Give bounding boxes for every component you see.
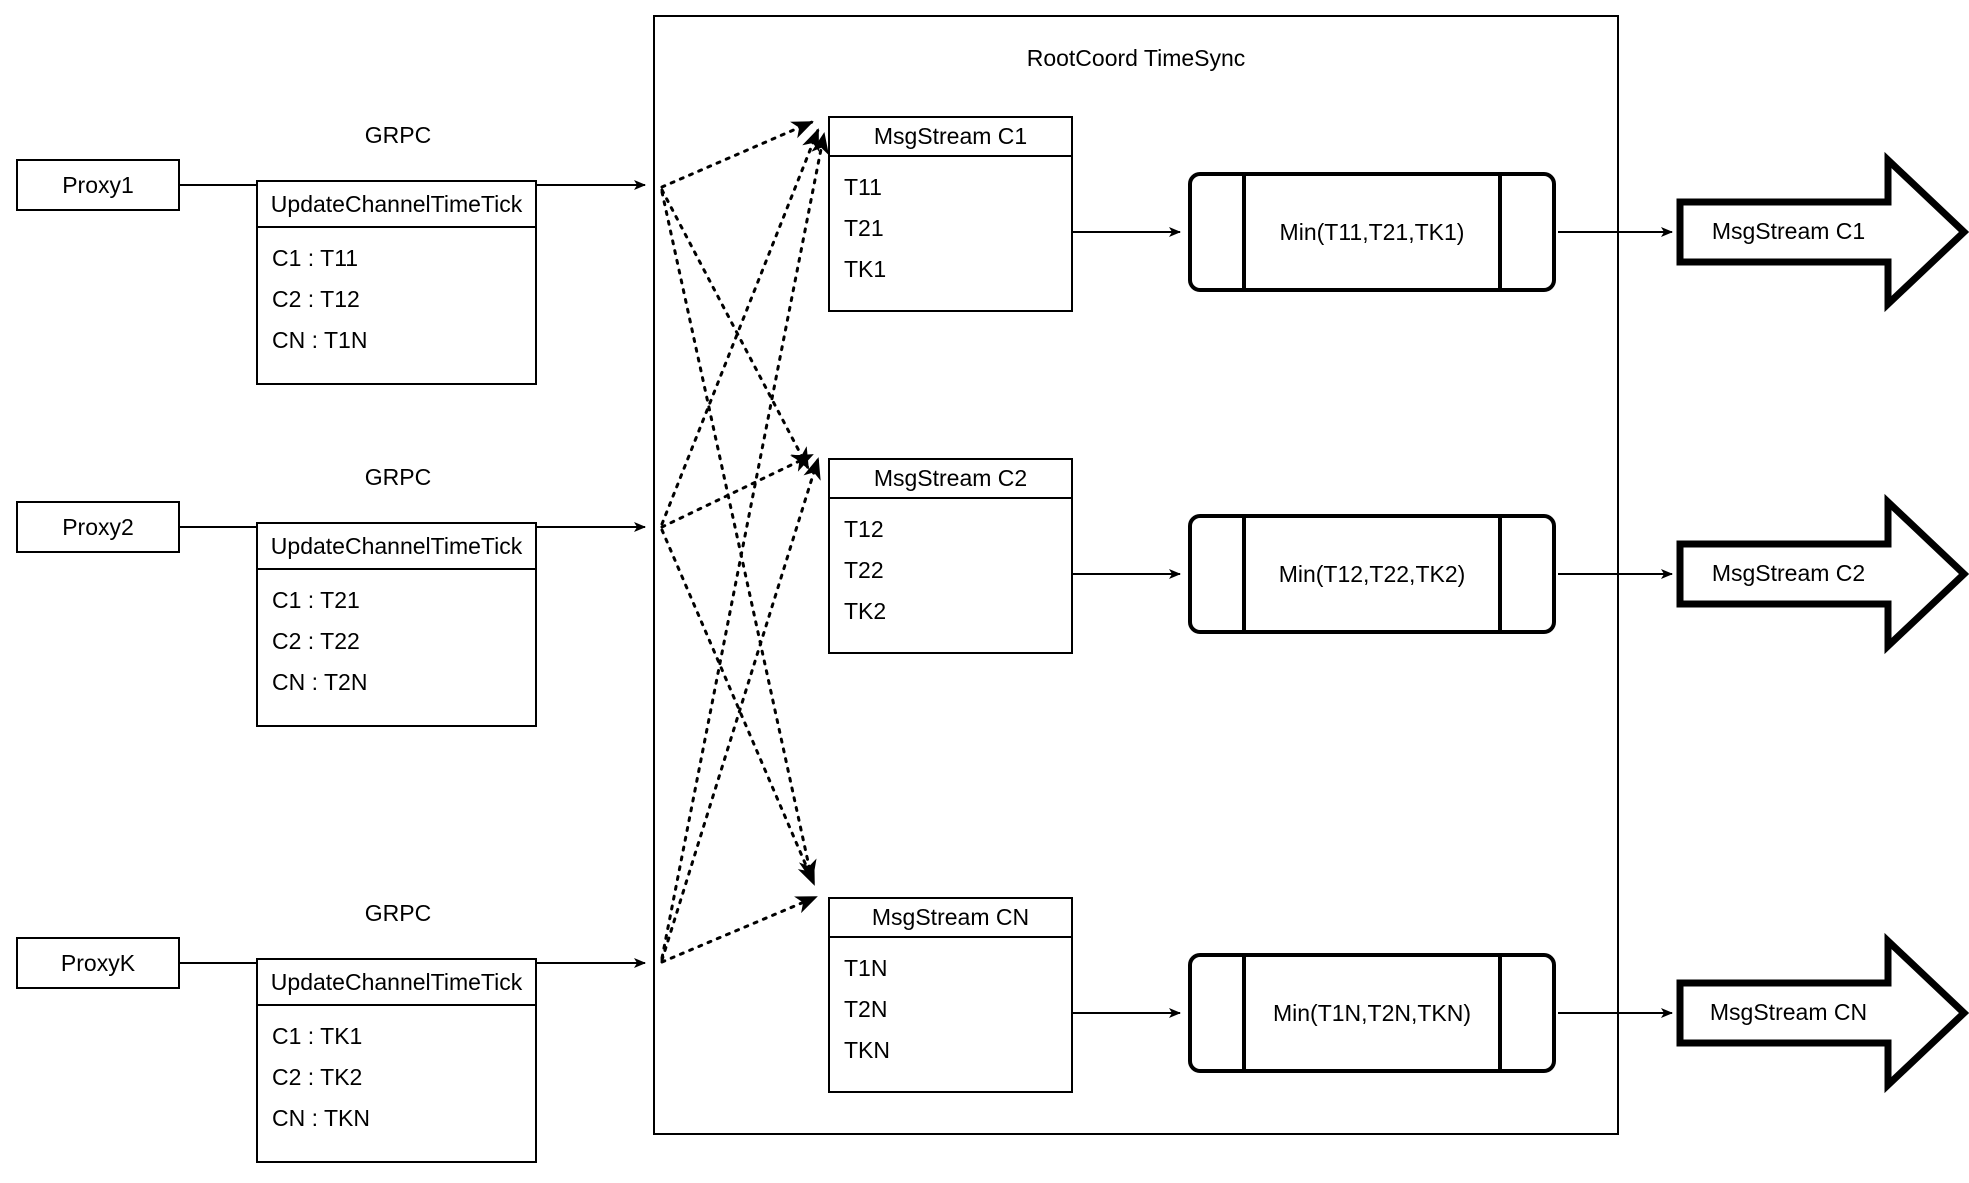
rpc-row: C1 : T21 — [272, 587, 360, 613]
process-divider-left — [1242, 957, 1246, 1069]
min-label-1: Min(T11,T21,TK1) — [1279, 218, 1465, 245]
proxy-node-2[interactable]: Proxy2 — [16, 501, 180, 553]
output-arrow-2: MsgStream C2 — [1676, 493, 1969, 655]
rpc-row: C1 : T11 — [272, 245, 359, 271]
msgstream-row: T11 — [844, 174, 882, 200]
msgstream-box-1: MsgStream C1 T11 T21 TK1 — [828, 116, 1073, 312]
msgstream-row: TK1 — [844, 256, 887, 282]
rpc-row: CN : TKN — [272, 1105, 370, 1131]
msgstream-row: TKN — [844, 1037, 890, 1063]
output-arrow-3: MsgStream CN — [1676, 932, 1969, 1094]
proxy-label-1: Proxy1 — [62, 171, 134, 198]
rpc-row: C2 : T22 — [272, 628, 360, 654]
msgstream-row: T22 — [844, 557, 884, 583]
grpc-label-3: GRPC — [364, 900, 432, 926]
process-divider-left — [1242, 176, 1246, 288]
proxy-label-3: ProxyK — [60, 949, 136, 976]
output-arrow-1: MsgStream C1 — [1676, 151, 1969, 313]
output-label-3: MsgStream CN — [1709, 999, 1868, 1025]
process-divider-right — [1498, 176, 1502, 288]
container-title: RootCoord TimeSync — [1026, 45, 1246, 71]
update-channel-timetick-box-1: UpdateChannelTimeTick C1 : T11 C2 : T12 … — [256, 180, 537, 385]
rpc-header-3: UpdateChannelTimeTick — [258, 960, 535, 1006]
msgstream-box-2: MsgStream C2 T12 T22 TK2 — [828, 458, 1073, 654]
min-process-3: Min(T1N,T2N,TKN) — [1188, 953, 1556, 1073]
proxy-node-1[interactable]: Proxy1 — [16, 159, 180, 211]
rpc-row: C2 : TK2 — [272, 1064, 363, 1090]
msgstream-row: T2N — [844, 996, 888, 1022]
msgstream-row: T12 — [844, 516, 884, 542]
rpc-row: C1 : TK1 — [272, 1023, 363, 1049]
min-process-1: Min(T11,T21,TK1) — [1188, 172, 1556, 292]
min-label-3: Min(T1N,T2N,TKN) — [1272, 999, 1472, 1026]
rpc-header-2: UpdateChannelTimeTick — [258, 524, 535, 570]
msgstream-header-1: MsgStream C1 — [830, 118, 1071, 157]
msgstream-box-3: MsgStream CN T1N T2N TKN — [828, 897, 1073, 1093]
rpc-row: CN : T1N — [272, 327, 368, 353]
msgstream-header-2: MsgStream C2 — [830, 460, 1071, 499]
rpc-row: CN : T2N — [272, 669, 368, 695]
min-label-2: Min(T12,T22,TK2) — [1278, 560, 1466, 587]
msgstream-row: T21 — [844, 215, 884, 241]
output-label-1: MsgStream C1 — [1711, 218, 1866, 244]
min-process-2: Min(T12,T22,TK2) — [1188, 514, 1556, 634]
msgstream-header-3: MsgStream CN — [830, 899, 1071, 938]
output-label-2: MsgStream C2 — [1711, 560, 1866, 586]
update-channel-timetick-box-2: UpdateChannelTimeTick C1 : T21 C2 : T22 … — [256, 522, 537, 727]
grpc-label-1: GRPC — [364, 122, 432, 148]
rpc-header-1: UpdateChannelTimeTick — [258, 182, 535, 228]
msgstream-row: TK2 — [844, 598, 887, 624]
msgstream-row: T1N — [844, 955, 888, 981]
proxy-label-2: Proxy2 — [62, 513, 134, 540]
process-divider-left — [1242, 518, 1246, 630]
rootcoord-timesync-container — [653, 15, 1619, 1135]
proxy-node-3[interactable]: ProxyK — [16, 937, 180, 989]
grpc-label-2: GRPC — [364, 464, 432, 490]
process-divider-right — [1498, 957, 1502, 1069]
rpc-row: C2 : T12 — [272, 286, 360, 312]
process-divider-right — [1498, 518, 1502, 630]
update-channel-timetick-box-3: UpdateChannelTimeTick C1 : TK1 C2 : TK2 … — [256, 958, 537, 1163]
